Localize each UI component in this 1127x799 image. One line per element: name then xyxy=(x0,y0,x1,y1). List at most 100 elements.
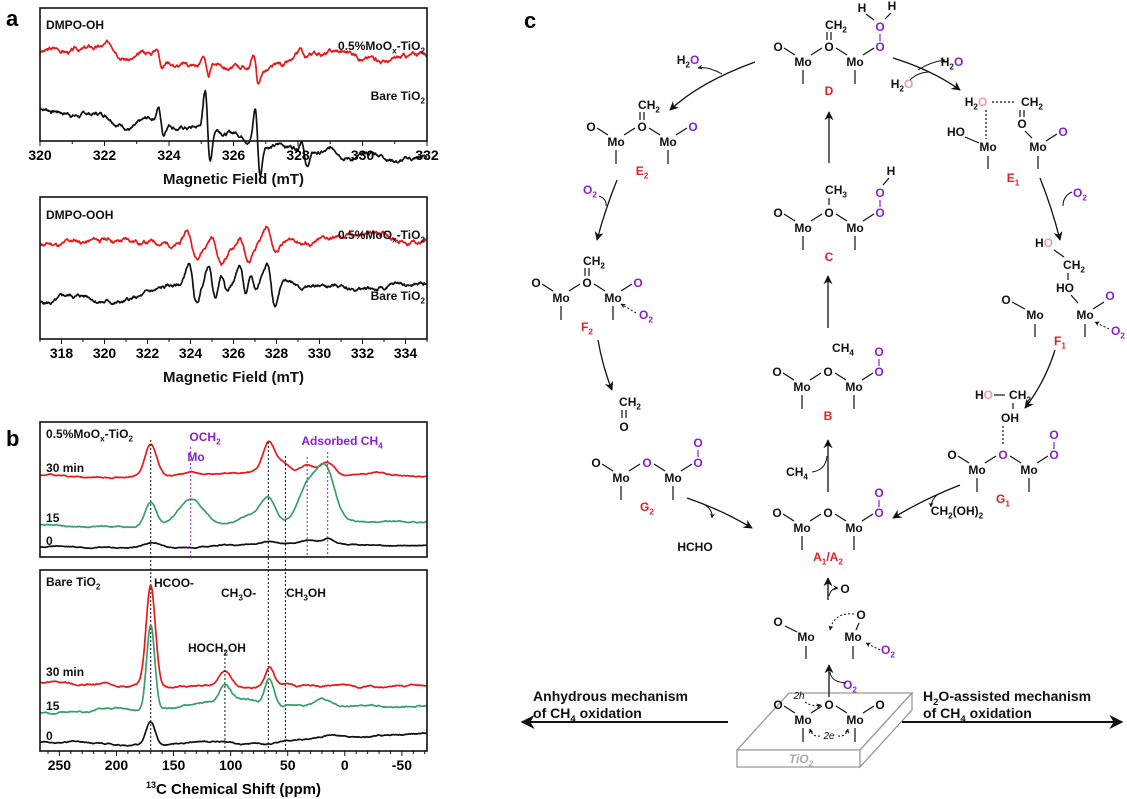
reaction-arrow xyxy=(917,58,946,71)
molybdenum-atom: Mo xyxy=(794,55,811,69)
terminal-oxygen: O xyxy=(633,276,642,290)
label: O2 xyxy=(881,643,895,659)
reaction-arrow xyxy=(1062,191,1073,207)
x-tick-label: 326 xyxy=(222,345,246,361)
arrow-F1-to-G1 xyxy=(1024,349,1056,409)
x-tick-label: 320 xyxy=(93,345,117,361)
x-tick-label: 150 xyxy=(162,757,186,773)
reaction-arrow xyxy=(828,585,839,597)
panel-label-b: b xyxy=(6,426,19,451)
arrow-D-to-E2 xyxy=(669,61,756,111)
bond-line xyxy=(593,283,606,292)
reaction-arrow xyxy=(697,64,723,75)
label: CH2 xyxy=(638,98,660,114)
bridging-oxygen: O xyxy=(582,276,591,290)
terminal-oxygen: O xyxy=(586,120,595,134)
bond-line xyxy=(884,12,892,20)
label: O xyxy=(1001,293,1010,307)
label: HO xyxy=(1035,236,1053,250)
bond-line xyxy=(862,47,875,56)
terminal-oxygen: O xyxy=(591,456,600,470)
bond-line xyxy=(865,13,875,21)
terminal-oxygen: O xyxy=(688,120,697,134)
arrow-G2-to-A xyxy=(686,497,753,529)
bond-line xyxy=(628,463,641,472)
mechanism-caption: Anhydrous mechanism xyxy=(533,688,688,704)
intermediate-label: E2 xyxy=(636,164,649,180)
label: O2 xyxy=(843,678,857,694)
bond-line xyxy=(1011,301,1026,310)
molybdenum-atom: Mo xyxy=(845,521,862,535)
bond-line xyxy=(809,372,822,381)
label: CH2 xyxy=(619,395,641,411)
mechanism-caption: of CH4 oxidation xyxy=(923,705,1032,725)
bridging-oxygen: O xyxy=(824,40,833,54)
molybdenum-atom: Mo xyxy=(552,291,569,305)
bond-line xyxy=(648,127,661,136)
label: O xyxy=(1058,125,1067,139)
terminal-oxygen: O xyxy=(773,206,782,220)
spectrum-line xyxy=(39,39,428,85)
terminal-oxygen: O xyxy=(693,456,702,470)
terminal-oxygen: O xyxy=(874,365,883,379)
label: CH3 xyxy=(825,183,847,199)
series-label: 0.5%MoOx-TiO2 xyxy=(338,228,425,244)
bond-line xyxy=(835,213,848,222)
label: HO xyxy=(947,125,965,139)
terminal-oxygen: O xyxy=(875,698,884,712)
peroxo-oxygen: O xyxy=(874,486,883,500)
dotted-arrow xyxy=(828,613,855,631)
label: Mo xyxy=(1076,308,1093,322)
x-tick-label: 324 xyxy=(157,147,181,163)
intermediate-label: F2 xyxy=(581,320,593,336)
bridging-oxygen: O xyxy=(823,365,832,379)
label: O xyxy=(1105,289,1114,303)
x-tick-label: 328 xyxy=(286,147,310,163)
label: OH xyxy=(1001,411,1019,425)
bridging-oxygen: O xyxy=(824,206,833,220)
x-tick-label: 250 xyxy=(48,757,72,773)
bond-line xyxy=(957,455,970,464)
x-tick-label: 322 xyxy=(136,345,160,361)
bridging-oxygen: O xyxy=(823,506,832,520)
molybdenum-atom: Mo xyxy=(968,463,985,477)
panel-label-c: c xyxy=(524,8,536,33)
bond-line xyxy=(680,463,693,472)
terminal-oxygen: O xyxy=(772,506,781,520)
x-tick-label: 0 xyxy=(341,757,349,773)
bond-line xyxy=(1045,133,1058,142)
electrons-label: 2e xyxy=(822,731,835,742)
molybdenum-atom: Mo xyxy=(846,713,863,727)
bond-line xyxy=(568,283,581,292)
bond-line xyxy=(620,283,633,292)
bond-line xyxy=(861,372,874,381)
series-label: 30 min xyxy=(46,665,84,679)
bond-line xyxy=(1036,455,1049,464)
reaction-arrow xyxy=(928,493,939,508)
panel-label-a: a xyxy=(6,6,19,31)
bond-line xyxy=(862,213,875,222)
label: O xyxy=(619,420,628,434)
chart-title: Bare TiO2 xyxy=(46,575,101,591)
spectrum-line xyxy=(39,721,428,747)
electron-transfer-arrow xyxy=(808,728,821,737)
terminal-oxygen: O xyxy=(874,506,883,520)
bond-line xyxy=(1053,249,1065,258)
label: HO xyxy=(975,388,993,402)
x-tick-label: 200 xyxy=(105,757,129,773)
x-tick-label: 328 xyxy=(265,345,289,361)
label: O2 xyxy=(639,308,653,324)
reaction-arrow xyxy=(909,71,931,81)
label: Mo xyxy=(1029,140,1046,154)
plot-frame xyxy=(39,421,428,558)
bond-line xyxy=(882,177,890,186)
annotation: OCH2 xyxy=(189,430,221,446)
molybdenum-atom: Mo xyxy=(794,221,811,235)
label: O xyxy=(1017,117,1026,131)
bond-line xyxy=(601,463,614,472)
chart-title: 0.5%MoOx-TiO2 xyxy=(46,427,133,443)
